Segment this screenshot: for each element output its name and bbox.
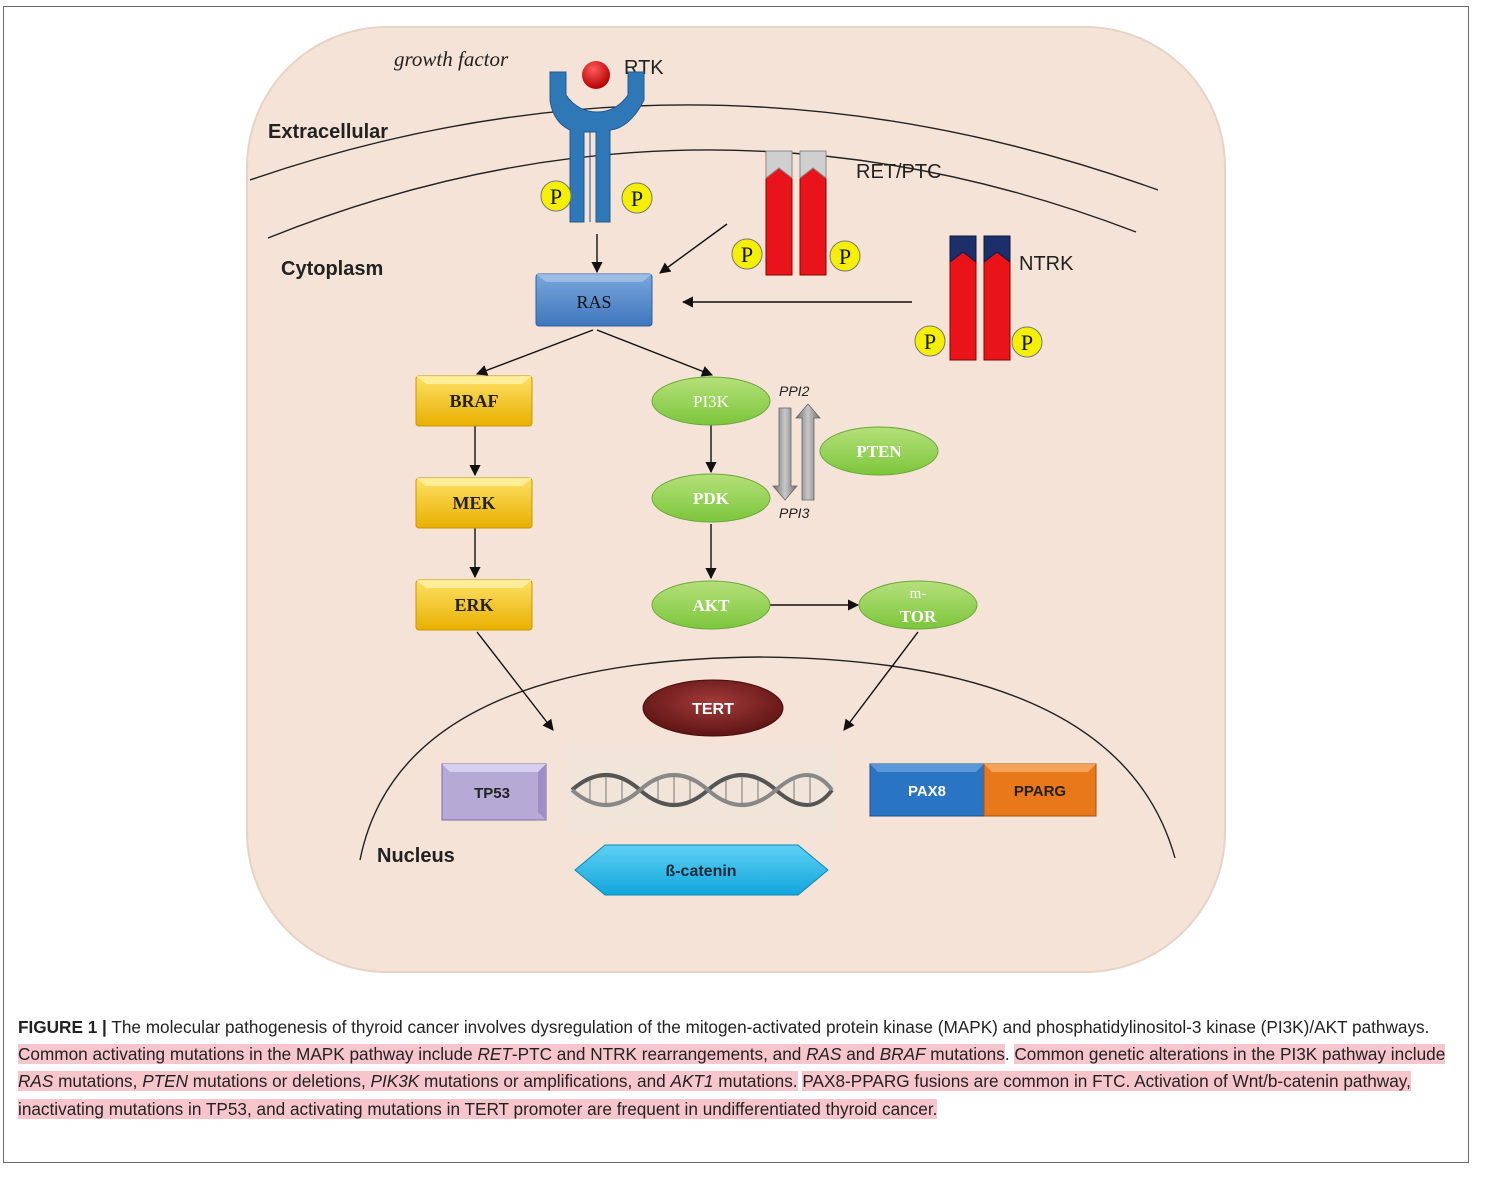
svg-text:P: P xyxy=(1021,330,1033,355)
svg-text:P: P xyxy=(741,242,753,267)
ras-node: RAS xyxy=(535,273,653,327)
pax8-node: PAX8 xyxy=(869,763,985,817)
pten-node: PTEN xyxy=(819,426,939,476)
svg-text:RAS: RAS xyxy=(576,292,611,312)
pathway-diagram: growth factor RTK Extracellular Cytoplas… xyxy=(246,26,1226,973)
phosphate-group: P xyxy=(1011,326,1043,358)
dna-helix xyxy=(566,745,836,833)
ppi2-label: PPI2 xyxy=(779,383,810,399)
svg-text:P: P xyxy=(550,184,562,209)
arrow-erk-to-nucleus xyxy=(476,631,554,731)
rtk-receptor xyxy=(549,61,645,223)
figure-label: FIGURE 1 | xyxy=(18,1017,107,1037)
arrow-mtor-to-nucleus xyxy=(843,631,919,731)
phosphate-group: P xyxy=(914,325,946,357)
mtor-node: m- TOR xyxy=(858,580,978,630)
svg-text:PI3K: PI3K xyxy=(693,392,730,411)
arrow-ras-to-pi3k xyxy=(596,329,714,377)
ntrk-label: NTRK xyxy=(1019,253,1074,275)
extracellular-label: Extracellular xyxy=(268,121,388,143)
svg-text:BRAF: BRAF xyxy=(450,391,499,411)
svg-text:TP53: TP53 xyxy=(474,785,510,802)
ntrk-receptor xyxy=(949,235,1011,361)
mek-node: MEK xyxy=(415,477,533,529)
caption-sentence-2: Common activating mutations in the MAPK … xyxy=(18,1044,1005,1065)
svg-text:m-: m- xyxy=(910,586,927,602)
pi3k-node: PI3K xyxy=(651,376,771,426)
erk-node: ERK xyxy=(415,579,533,631)
svg-text:PAX8: PAX8 xyxy=(908,783,946,800)
svg-text:P: P xyxy=(924,329,936,354)
arrow-retptc-to-ras xyxy=(659,223,728,274)
ret-ptc-receptor xyxy=(765,150,827,276)
svg-text:PTEN: PTEN xyxy=(856,442,902,461)
caption-sentence-1: The molecular pathogenesis of thyroid ca… xyxy=(111,1017,1430,1037)
svg-text:ERK: ERK xyxy=(454,595,493,615)
svg-text:ß-catenin: ß-catenin xyxy=(665,863,736,880)
arrow-ras-to-braf xyxy=(475,329,594,376)
svg-text:P: P xyxy=(631,186,643,211)
svg-text:TOR: TOR xyxy=(900,607,937,626)
ppi-conversion-arrows xyxy=(772,403,821,501)
phosphate-group: P xyxy=(731,238,763,270)
phosphate-group: P xyxy=(621,182,653,214)
growth-factor-ligand xyxy=(582,61,610,89)
ret-ptc-label: RET/PTC xyxy=(856,161,942,183)
membrane-outer xyxy=(249,104,1159,191)
cytoplasm-label: Cytoplasm xyxy=(281,258,383,280)
figure-caption: FIGURE 1 | The molecular pathogenesis of… xyxy=(18,1017,1446,1119)
svg-text:PPARG: PPARG xyxy=(1014,783,1066,800)
svg-text:PDK: PDK xyxy=(693,489,730,508)
phosphate-group: P xyxy=(540,180,572,212)
svg-text:P: P xyxy=(839,244,851,269)
pparg-node: PPARG xyxy=(983,763,1097,817)
growth-factor-label: growth factor xyxy=(394,47,509,71)
phosphate-group: P xyxy=(829,240,861,272)
tp53-node: TP53 xyxy=(441,763,547,821)
figure-frame xyxy=(3,6,1469,1163)
pdk-node: PDK xyxy=(651,473,771,523)
svg-text:TERT: TERT xyxy=(692,701,734,718)
svg-text:MEK: MEK xyxy=(453,493,496,513)
tert-node: TERT xyxy=(642,679,784,737)
svg-text:AKT: AKT xyxy=(693,596,731,615)
nucleus-label: Nucleus xyxy=(377,845,455,867)
beta-catenin-node: ß-catenin xyxy=(574,844,829,896)
ppi3-label: PPI3 xyxy=(779,505,810,521)
membrane-inner xyxy=(267,149,1137,239)
nucleus-envelope xyxy=(359,656,1176,861)
akt-node: AKT xyxy=(651,580,771,630)
braf-node: BRAF xyxy=(415,375,533,427)
